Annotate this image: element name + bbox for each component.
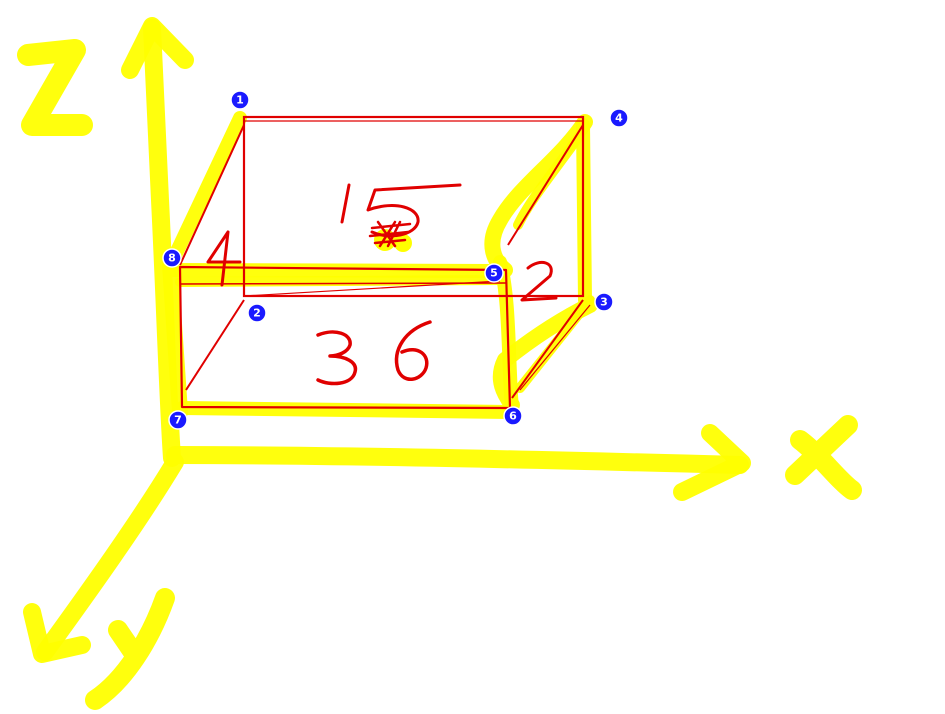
highlight-edge-8-5-lower [175, 275, 505, 287]
edge-2-7 [185, 299, 245, 391]
svg-text:3: 3 [600, 296, 608, 309]
face-label-top-1 [340, 183, 351, 224]
face-label-top-scribble [368, 220, 412, 248]
face-label-side-2 [520, 260, 558, 302]
y-letter [85, 588, 175, 710]
corner-markers: 1 2 3 4 5 6 7 8 [162, 90, 629, 430]
front-face-mid [179, 282, 507, 285]
x-axis [166, 446, 749, 474]
highlight-edge-7-6 [175, 401, 519, 419]
highlight-edge-8-7 [162, 257, 188, 420]
highlight-edge-4-5 [484, 114, 593, 278]
box-highlight [162, 111, 598, 420]
edge-4-5 [507, 124, 584, 246]
svg-text:8: 8 [168, 252, 176, 265]
z-axis-arrowhead [121, 17, 194, 79]
highlight-edge-1-8 [165, 111, 247, 269]
axes-highlight [23, 17, 751, 663]
axis-letters [17, 39, 862, 710]
marker-4: 4 [609, 108, 629, 128]
edge-3-6 [511, 299, 584, 399]
marker-7: 7 [168, 410, 188, 430]
marker-8: 8 [162, 248, 182, 268]
marker-1: 1 [230, 90, 250, 110]
x-letter [785, 415, 862, 500]
z-letter [17, 39, 93, 136]
y-axis-arrowhead [23, 603, 91, 663]
front-face [178, 265, 512, 410]
marker-5: 5 [484, 263, 504, 283]
edge-1-8 [179, 124, 245, 266]
svg-text:5: 5 [490, 267, 498, 280]
face-label-left-4 [206, 230, 242, 287]
box-red-lines [178, 115, 591, 410]
marker-2: 2 [247, 303, 267, 323]
front-face-mid-2 [243, 280, 501, 297]
highlight-blob-2 [394, 234, 412, 252]
face-label-front-3 [316, 330, 358, 386]
svg-text:4: 4 [615, 112, 623, 125]
face-labels [206, 183, 558, 386]
x-axis-arrowhead [673, 424, 751, 501]
marker-6: 6 [503, 406, 523, 426]
y-axis [36, 453, 184, 661]
face-label-front-6 [394, 320, 432, 381]
svg-text:6: 6 [509, 410, 517, 423]
svg-text:7: 7 [174, 414, 182, 427]
z-axis [143, 19, 181, 467]
svg-text:2: 2 [253, 307, 261, 320]
back-face [242, 115, 585, 298]
svg-text:1: 1 [236, 94, 244, 107]
highlight-right-scribble [513, 130, 595, 393]
marker-3: 3 [594, 292, 614, 312]
edge-3-6-b [519, 304, 591, 391]
